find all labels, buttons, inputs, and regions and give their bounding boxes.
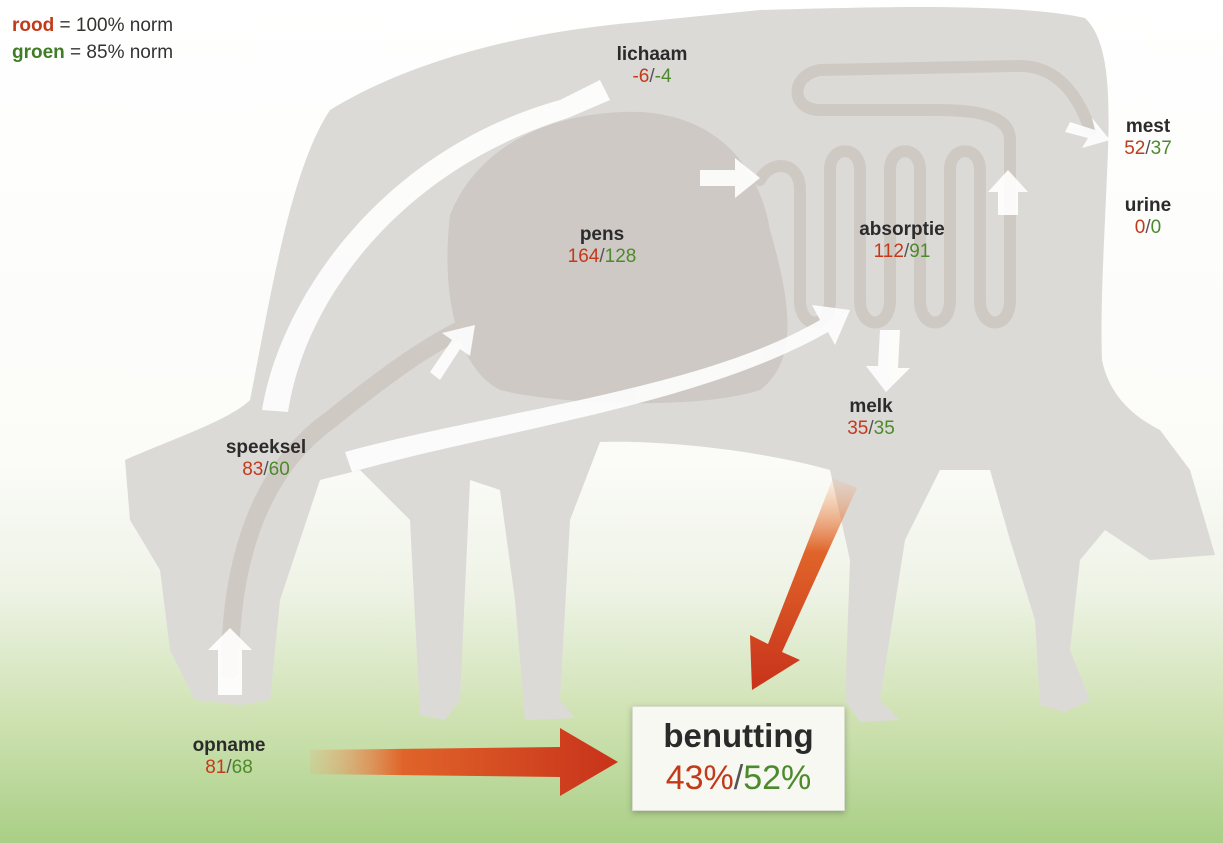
legend-red-text: = 100% norm bbox=[54, 15, 173, 36]
node-opname-name: opname bbox=[174, 735, 284, 757]
node-absorptie-name: absorptie bbox=[838, 219, 966, 241]
node-opname-green: 68 bbox=[232, 757, 253, 778]
node-urine-name: urine bbox=[1118, 195, 1178, 217]
node-melk: melk 35/35 bbox=[826, 396, 916, 440]
node-urine-red: 0 bbox=[1135, 217, 1146, 238]
node-mest-green: 37 bbox=[1151, 138, 1172, 159]
result-title: benutting bbox=[633, 717, 844, 755]
node-opname: opname 81/68 bbox=[174, 735, 284, 779]
legend-red-word: rood bbox=[12, 15, 54, 36]
node-pens-green: 128 bbox=[605, 246, 637, 267]
arrow-melk-to-benutting bbox=[750, 478, 857, 690]
node-melk-red: 35 bbox=[847, 418, 868, 439]
node-urine: urine 0/0 bbox=[1118, 195, 1178, 239]
node-lichaam-name: lichaam bbox=[600, 44, 704, 66]
node-speeksel: speeksel 83/60 bbox=[204, 437, 328, 481]
node-pens-name: pens bbox=[550, 224, 654, 246]
node-mest: mest 52/37 bbox=[1118, 116, 1178, 160]
node-mest-name: mest bbox=[1118, 116, 1178, 138]
legend-green-word: groen bbox=[12, 42, 65, 63]
node-pens: pens 164/128 bbox=[550, 224, 654, 268]
result-red: 43% bbox=[666, 759, 734, 797]
legend-green: groen = 85% norm bbox=[12, 39, 173, 66]
node-lichaam: lichaam -6/-4 bbox=[600, 44, 704, 88]
node-lichaam-green: -4 bbox=[655, 66, 672, 87]
node-absorptie-red: 112 bbox=[874, 241, 904, 262]
node-absorptie: absorptie 112/91 bbox=[838, 219, 966, 263]
legend: rood = 100% norm groen = 85% norm bbox=[12, 12, 173, 66]
node-melk-green: 35 bbox=[874, 418, 895, 439]
node-lichaam-red: -6 bbox=[632, 66, 649, 87]
node-melk-name: melk bbox=[826, 396, 916, 418]
node-opname-red: 81 bbox=[205, 757, 226, 778]
legend-red: rood = 100% norm bbox=[12, 12, 173, 39]
result-box: benutting 43%/52% bbox=[632, 706, 845, 811]
node-speeksel-green: 60 bbox=[269, 459, 290, 480]
node-absorptie-green: 91 bbox=[909, 241, 930, 262]
result-green: 52% bbox=[743, 759, 811, 797]
node-urine-green: 0 bbox=[1151, 217, 1162, 238]
node-speeksel-name: speeksel bbox=[204, 437, 328, 459]
node-speeksel-red: 83 bbox=[242, 459, 263, 480]
legend-green-text: = 85% norm bbox=[65, 42, 173, 63]
arrow-opname-to-benutting bbox=[310, 728, 618, 796]
node-pens-red: 164 bbox=[568, 246, 600, 267]
node-mest-red: 52 bbox=[1124, 138, 1145, 159]
